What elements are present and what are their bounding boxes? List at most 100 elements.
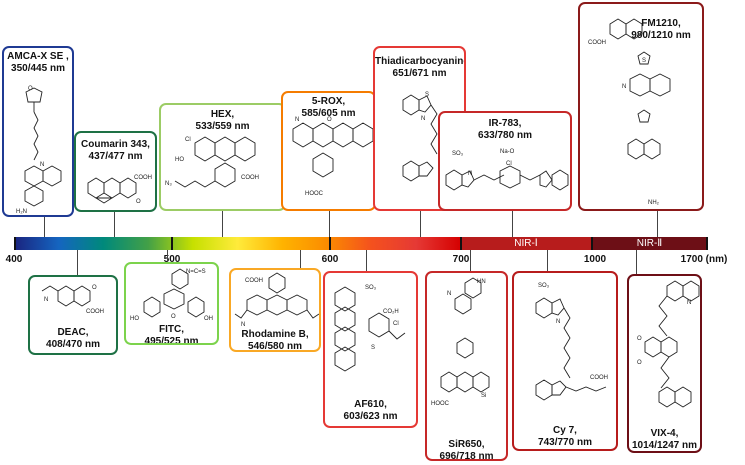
structure-label: N <box>40 162 44 168</box>
structure-label: S <box>642 58 646 64</box>
nir1-label: NIR-Ⅰ <box>514 238 538 249</box>
axis-label-400: 400 <box>5 254 23 265</box>
leader-amca <box>44 217 45 237</box>
dye-card-cy7: SO₃ N COOH Cy 7, 743/770 nm <box>512 271 618 451</box>
structure-label: N <box>295 117 299 123</box>
leader-fm1210 <box>657 211 658 237</box>
dye-name: AMCA-X SE , 350/445 nm <box>7 51 69 74</box>
coumarin343-structure: COOH O <box>87 175 152 205</box>
leader-af610 <box>366 250 367 271</box>
deac-structure: COOH N O <box>41 285 104 315</box>
structure-label: O <box>28 86 33 92</box>
structure-label: HOOC <box>305 191 324 197</box>
dye-card-fm1210: FM1210, 980/1210 nm COOH S N NH₂ <box>578 2 704 211</box>
axis-label-500: 500 <box>163 254 181 265</box>
structure-label: Na-O <box>500 149 515 155</box>
structure-label: N <box>241 322 245 328</box>
ir783-structure: Cl N Na-O SO₃ <box>445 149 569 191</box>
dye-name: VIX-4, 1014/1247 nm <box>631 428 698 451</box>
structure-label: COOH <box>86 309 104 315</box>
leader-hex <box>222 211 223 237</box>
tick-1000 <box>591 237 593 250</box>
sir650-structure: HN N Si HOOC <box>431 277 490 407</box>
structure-label: SO₃ <box>365 285 377 291</box>
dye-name: FITC, 495/525 nm <box>144 324 199 345</box>
rhodamineb-structure: COOH N <box>234 272 319 328</box>
structure-label: H₂N <box>16 209 27 215</box>
structure-label: N <box>687 300 691 306</box>
nir1-band <box>461 237 593 250</box>
structure-label: Cl <box>506 161 512 167</box>
dye-name: IR-783, 633/780 nm <box>478 118 532 141</box>
structure-label: COOH <box>590 375 608 381</box>
amca-structure: O N H₂N <box>16 86 62 215</box>
structure-label: HOOC <box>431 401 450 407</box>
tick-500 <box>171 237 173 250</box>
leader-ir783 <box>512 211 513 237</box>
structure-label: O <box>92 285 97 291</box>
structure-label: S <box>371 345 375 351</box>
vix4-structure: O N O <box>637 280 700 408</box>
structure-label: Cl <box>393 321 399 327</box>
dye-name: SiR650, 696/718 nm <box>439 439 494 461</box>
dye-name: AF610, 603/623 nm <box>343 399 398 422</box>
structure-label: Cl <box>185 137 191 143</box>
dye-name: HEX, 533/559 nm <box>195 109 250 132</box>
structure-label: Si <box>481 393 486 399</box>
structure-label: S <box>425 92 429 98</box>
axis-label-700: 700 <box>452 254 470 265</box>
structure-label: O <box>136 199 141 205</box>
leader-rox <box>329 211 330 237</box>
leader-coumarin343 <box>114 212 115 237</box>
dye-name: DEAC, 408/470 nm <box>46 327 100 350</box>
hex-structure: Cl HO COOH N₃ <box>165 136 259 188</box>
structure-label: COOH <box>588 40 606 46</box>
dye-card-hex: HEX, 533/559 nm Cl HO COOH N₃ <box>159 103 286 211</box>
structure-label: N₃ <box>165 181 172 187</box>
tick-400 <box>14 237 16 250</box>
dye-card-fitc: N=C=S HO OH O FITC, 495/525 nm <box>124 262 219 345</box>
structure-label: N <box>447 291 451 297</box>
structure-label: CO₂H <box>383 309 399 315</box>
dye-card-sir650: HN N Si HOOC SiR650, 696/718 nm <box>425 271 508 461</box>
leader-sir650 <box>470 250 471 271</box>
structure-label: HO <box>175 157 184 163</box>
thiadicarbocyanine-structure: S N <box>402 92 438 182</box>
leader-thiadicarbocyanine <box>420 211 421 237</box>
cy7-structure: SO₃ N COOH <box>535 283 608 401</box>
structure-label: HN <box>477 279 486 285</box>
dye-card-amca: AMCA-X SE , 350/445 nm O N H₂N <box>2 46 74 217</box>
structure-label: O <box>637 336 642 342</box>
fm1210-structure: COOH S N NH₂ <box>588 18 671 206</box>
structure-label: N=C=S <box>186 269 206 275</box>
visible-spectrum <box>14 237 461 250</box>
spectrum-bar <box>14 237 708 250</box>
dye-name: Rhodamine B, 546/580 nm <box>241 329 309 352</box>
dye-card-vix4: O N O VIX-4, 1014/1247 nm <box>627 274 702 453</box>
structure-label: N <box>44 297 48 303</box>
rox-structure: N O HOOC <box>292 117 374 197</box>
dye-name: Thiadicarbocyanine, 651/671 nm <box>375 56 466 79</box>
axis-label-1000: 1000 <box>583 254 607 265</box>
structure-label: O <box>171 314 176 320</box>
dye-card-af610: SO₃ Cl CO₂H S AF610, 603/623 nm <box>323 271 418 428</box>
dye-name: Cy 7, 743/770 nm <box>538 425 592 448</box>
tick-700 <box>460 237 462 250</box>
af610-structure: SO₃ Cl CO₂H S <box>334 285 406 372</box>
nir2-label: NIR-Ⅱ <box>636 238 663 249</box>
dye-name: FM1210, 980/1210 nm <box>631 18 691 41</box>
structure-label: N <box>421 116 425 122</box>
dye-name: 5-ROX, 585/605 nm <box>301 96 356 119</box>
dye-card-rox: 5-ROX, 585/605 nm N O HOOC <box>281 91 376 211</box>
leader-fitc <box>167 250 168 262</box>
tick-1700 <box>706 237 708 250</box>
structure-label: HO <box>130 316 139 322</box>
nir2-band <box>593 237 708 250</box>
dye-name: Coumarin 343, 437/477 nm <box>81 139 150 162</box>
leader-vix4 <box>636 250 637 274</box>
structure-label: COOH <box>245 278 263 284</box>
axis-label-1700: 1700 (nm) <box>680 254 728 265</box>
structure-label: SO₃ <box>538 283 550 289</box>
dye-card-rhodamineb: COOH N Rhodamine B, 546/580 nm <box>229 268 321 352</box>
dye-card-ir783: IR-783, 633/780 nm Cl N Na-O SO₃ <box>438 111 572 211</box>
